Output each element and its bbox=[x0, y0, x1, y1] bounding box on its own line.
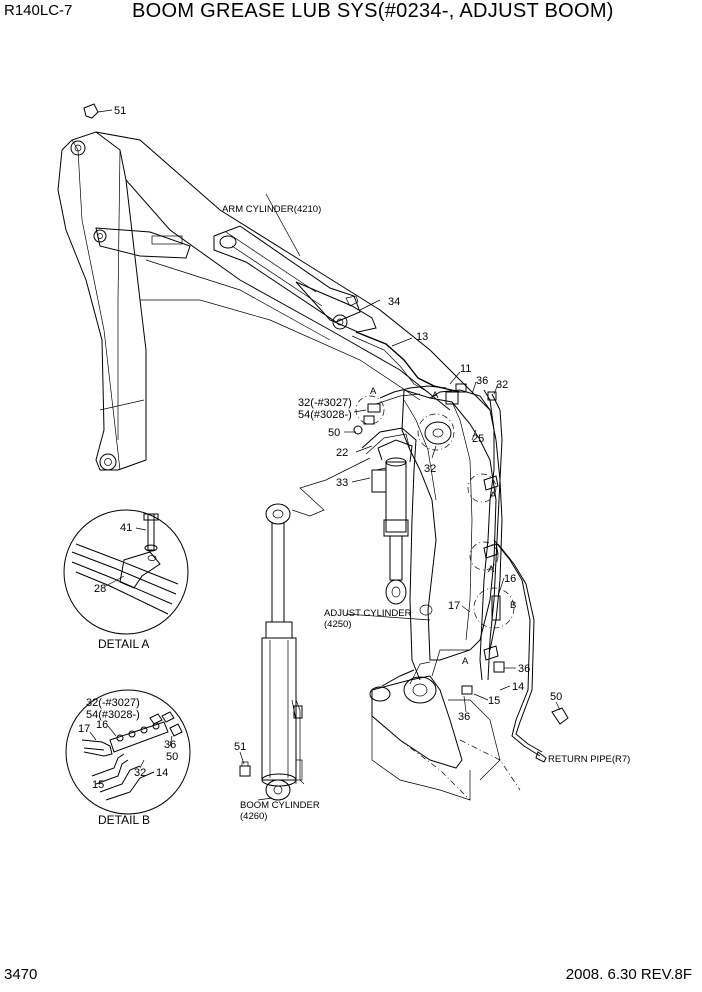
callout-32-top: 32 bbox=[496, 379, 508, 391]
detail-b-callout-32-serial: 32(-#3027) bbox=[86, 697, 140, 709]
arm-cylinder-label: ARM CYLINDER(4210) bbox=[222, 204, 321, 215]
model-code: R140LC-7 bbox=[4, 2, 73, 19]
callout-51-top: 51 bbox=[114, 105, 126, 117]
callout-22: 22 bbox=[336, 447, 348, 459]
page-number: 3470 bbox=[4, 966, 38, 983]
detail-a-title: DETAIL A bbox=[98, 637, 149, 651]
callout-11: 11 bbox=[460, 363, 471, 375]
callout-labels: 51 34 13 11 36 32 25 32 22 33 50 32(-#30… bbox=[78, 105, 562, 791]
grease-lines bbox=[83, 103, 569, 763]
ref-b: B bbox=[510, 600, 516, 611]
ref-a-3: A bbox=[490, 490, 497, 501]
detail-b-callout-50: 50 bbox=[166, 751, 178, 763]
callout-16: 16 bbox=[504, 573, 516, 585]
callout-51-bottom: 51 bbox=[234, 741, 246, 753]
component-labels: ARM CYLINDER(4210) ADJUST CYLINDER (4250… bbox=[98, 204, 630, 827]
detail-b-callout-17: 17 bbox=[78, 723, 90, 735]
callout-50-right: 50 bbox=[550, 691, 562, 703]
callout-25: 25 bbox=[472, 433, 484, 445]
callout-34: 34 bbox=[388, 296, 400, 308]
detail-b-callout-36: 36 bbox=[164, 739, 176, 751]
ref-a-2: A bbox=[432, 390, 439, 401]
lower-boom bbox=[369, 389, 521, 801]
callout-36-bottom: 36 bbox=[458, 711, 470, 723]
callout-33: 33 bbox=[336, 477, 348, 489]
adjust-cylinder bbox=[371, 439, 413, 605]
detail-b-title: DETAIL B bbox=[98, 813, 150, 827]
revision-date: 2008. 6.30 REV.8F bbox=[565, 966, 692, 983]
callout-32-serial: 32(-#3027) bbox=[298, 397, 352, 409]
callout-41: 41 bbox=[120, 522, 132, 534]
boom-cylinder bbox=[239, 457, 371, 801]
boom-cylinder-number: (4260) bbox=[240, 811, 267, 822]
callout-14: 14 bbox=[512, 681, 524, 693]
callout-13: 13 bbox=[416, 331, 428, 343]
page-title: BOOM GREASE LUB SYS(#0234-, ADJUST BOOM) bbox=[132, 0, 614, 22]
callout-17: 17 bbox=[448, 600, 460, 612]
upper-boom-arm bbox=[57, 131, 491, 471]
callout-36-top: 36 bbox=[476, 375, 488, 387]
boom-cylinder-label: BOOM CYLINDER bbox=[240, 800, 320, 811]
callout-54-serial: 54(#3028-) bbox=[298, 409, 352, 421]
adjust-cylinder-number: (4250) bbox=[324, 619, 351, 630]
detail-b-callout-54-serial: 54(#3028-) bbox=[86, 709, 140, 721]
adjust-cylinder-label: ADJUST CYLINDER bbox=[324, 608, 412, 619]
callout-36-right: 36 bbox=[518, 663, 530, 675]
ref-a-1: A bbox=[370, 386, 377, 397]
detail-b-callout-15: 15 bbox=[92, 779, 104, 791]
callout-50-left: 50 bbox=[328, 427, 340, 439]
ref-a-5: A bbox=[462, 656, 469, 667]
detail-b-callout-14: 14 bbox=[156, 767, 168, 779]
detail-b-callout-32: 32 bbox=[134, 767, 146, 779]
detail-b bbox=[65, 689, 191, 815]
detail-markers bbox=[355, 395, 515, 629]
detail-a bbox=[63, 509, 189, 635]
callout-15: 15 bbox=[488, 695, 500, 707]
ref-a-4: A bbox=[488, 564, 495, 575]
callout-28: 28 bbox=[94, 583, 106, 595]
detail-b-callout-16: 16 bbox=[96, 719, 108, 731]
return-pipe-label: RETURN PIPE(R7) bbox=[548, 754, 630, 765]
callout-32-mid: 32 bbox=[424, 463, 436, 475]
leader-lines bbox=[97, 109, 561, 801]
